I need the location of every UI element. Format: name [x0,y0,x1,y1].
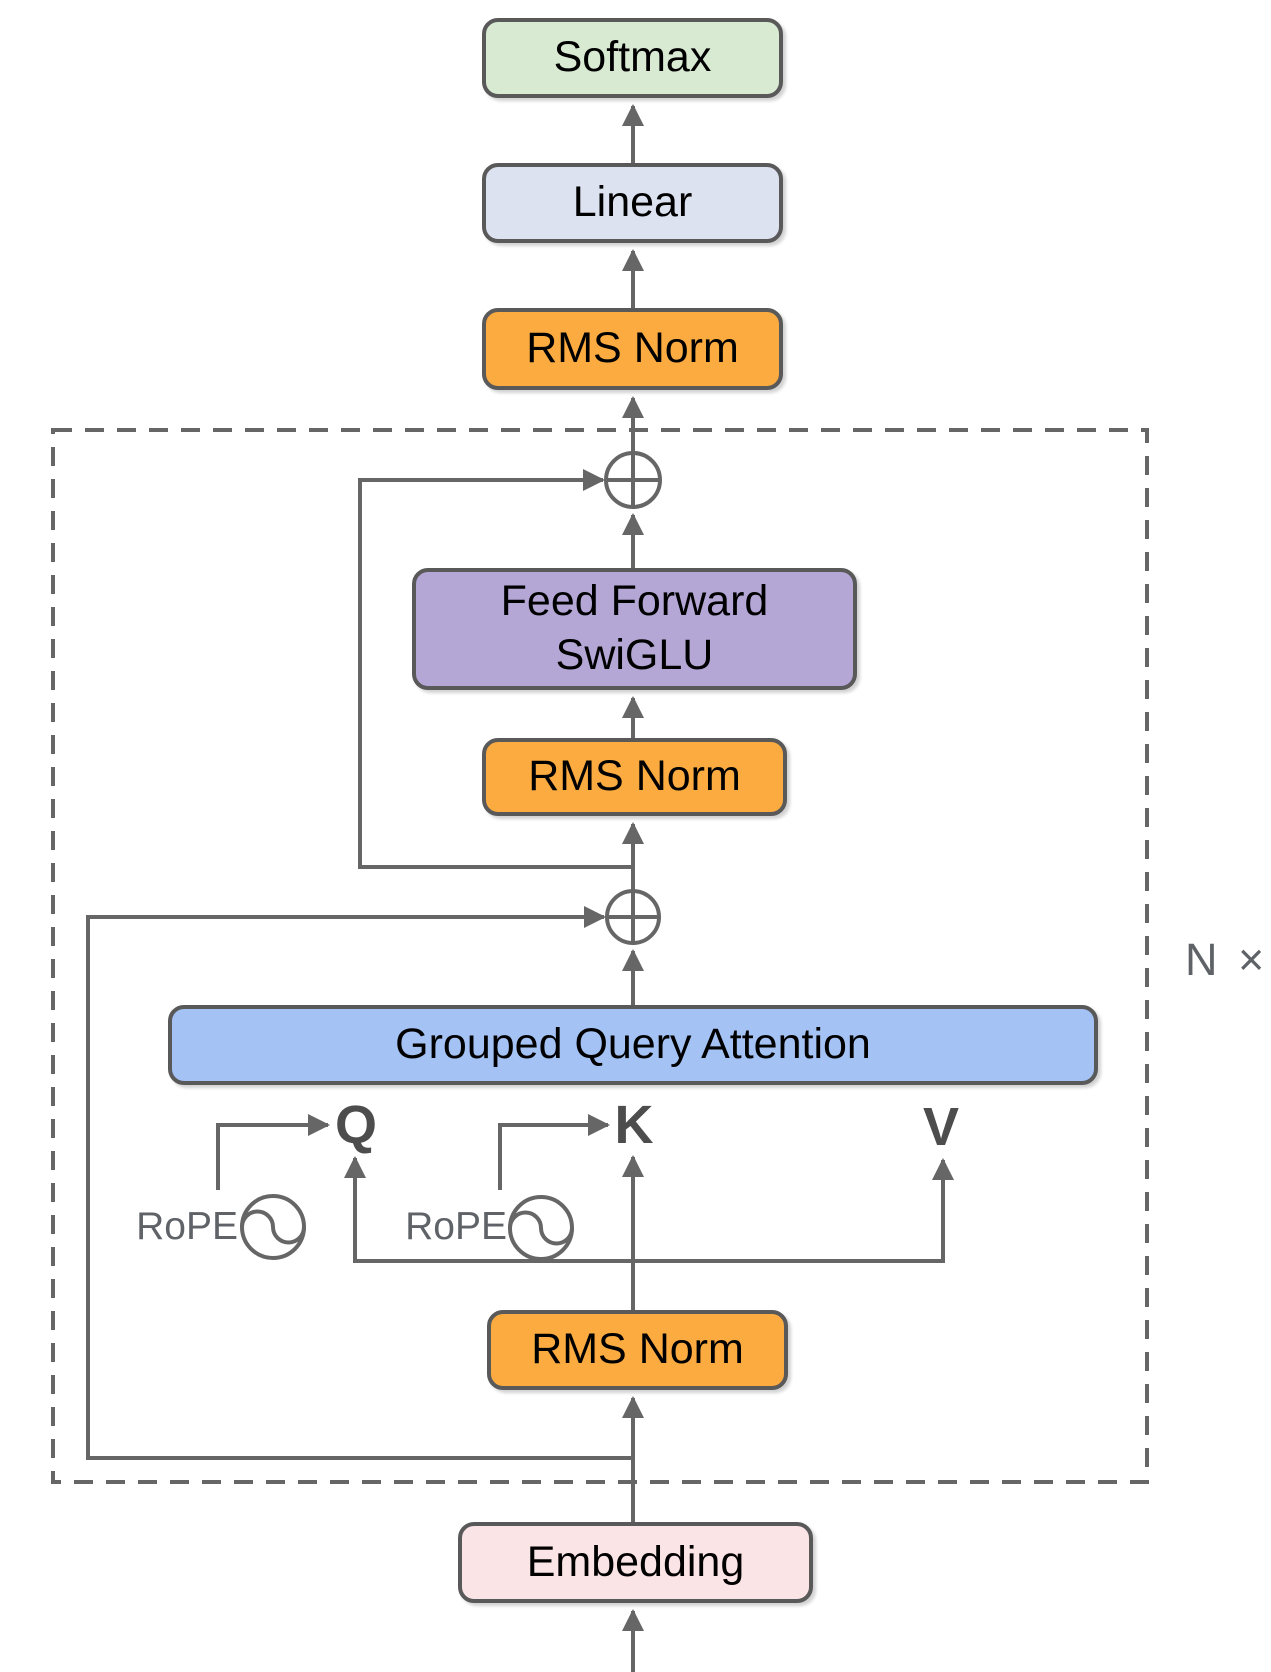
key-label: K [614,1095,654,1155]
grouped-query-attention-block: Grouped Query Attention [168,1005,1098,1085]
rope-key-sine-icon [508,1195,574,1261]
feed-forward-block: Feed Forward SwiGLU [412,568,857,690]
rms-norm-bottom-label: RMS Norm [531,1325,744,1374]
rope-key-label: RoPE [405,1205,507,1248]
rms-norm-mid-block: RMS Norm [482,738,787,816]
skip-connection-attention [86,906,633,1460]
embedding-block: Embedding [458,1522,813,1603]
repeat-block-border [51,428,1149,1484]
arrow-rope-to-key [498,1114,610,1190]
arrow-rope-to-query [216,1114,330,1190]
grouped-query-attention-label: Grouped Query Attention [395,1020,871,1069]
linear-block: Linear [482,163,783,243]
rms-norm-top-label: RMS Norm [526,324,739,373]
softmax-block: Softmax [482,18,783,98]
skip-connection-feedforward [358,469,633,869]
rope-query-sine-icon [240,1194,306,1260]
feed-forward-label-line2: SwiGLU [555,631,714,679]
linear-label: Linear [572,178,693,227]
residual-add-ffn-icon [604,451,662,509]
rms-norm-mid-label: RMS Norm [528,752,741,801]
repeat-count-label: N × [1185,934,1269,985]
query-label: Q [334,1095,377,1155]
rope-query-label: RoPE [136,1205,238,1248]
residual-add-attention-icon [605,889,661,945]
feed-forward-label-line1: Feed Forward [500,577,769,626]
value-label: V [922,1097,960,1157]
rms-norm-bottom-block: RMS Norm [487,1310,788,1390]
softmax-label: Softmax [553,33,712,82]
embedding-label: Embedding [526,1537,745,1586]
rms-norm-top-block: RMS Norm [482,308,783,390]
